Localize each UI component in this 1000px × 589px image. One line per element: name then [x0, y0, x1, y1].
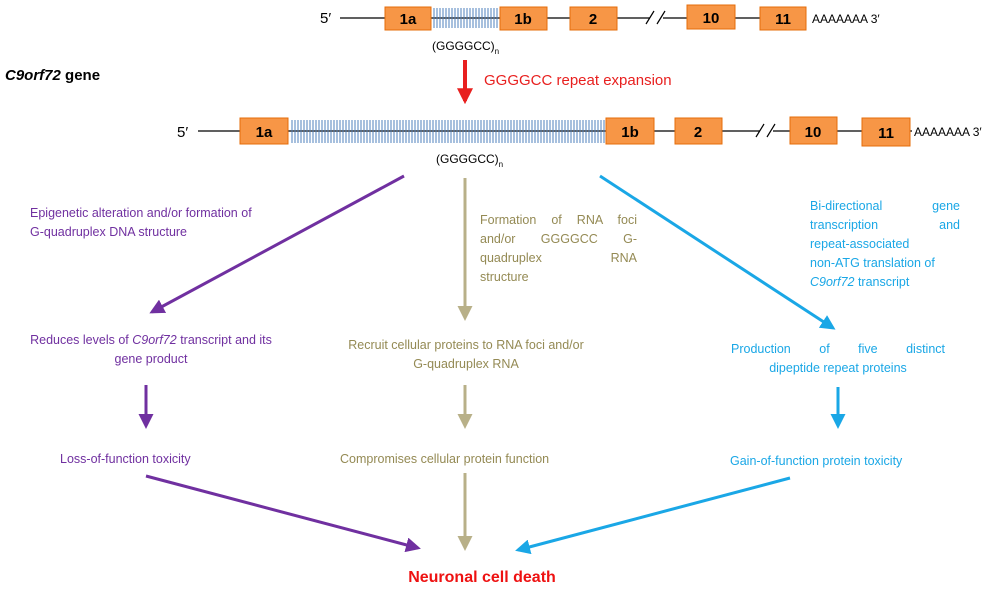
exon-2-label: 2 — [589, 11, 597, 28]
right-outcome: Gain-of-function protein toxicity — [730, 454, 903, 468]
exon-2 — [674, 117, 723, 145]
exon-10 — [789, 116, 838, 145]
five-prime-label: 5′ — [320, 10, 331, 27]
five-prime-label-expanded: 5′ — [177, 124, 188, 141]
break-mark — [645, 10, 655, 25]
expanded-gene: 5′ 1a 1b 2 10 11 AAAAAAA 3′ (GGGGCC)n — [177, 116, 982, 169]
break-mark — [755, 123, 765, 138]
middle-effect: Recruit cellular proteins to RNA foci an… — [348, 338, 584, 371]
left-outcome: Loss-of-function toxicity — [60, 452, 191, 466]
final-outcome: Neuronal cell death — [408, 569, 556, 586]
exon-10-label: 10 — [805, 124, 822, 141]
right-effect: Production of five distinct dipeptide re… — [731, 342, 945, 375]
exon-10 — [686, 4, 736, 30]
repeat-region-expanded — [291, 120, 605, 143]
exon-2-label: 2 — [694, 124, 702, 141]
arrow-to-gain-branch — [599, 174, 836, 330]
poly-a-tail: AAAAAAA 3′ — [812, 12, 880, 26]
left-effect: Reduces levels of C9orf72 transcript and… — [30, 333, 272, 366]
exon-1b — [499, 6, 548, 31]
repeat-label-expanded: (GGGGCC)n — [436, 152, 503, 169]
exon-10-label: 10 — [703, 10, 720, 27]
expansion-label: GGGGCC repeat expansion — [484, 72, 672, 89]
exon-11-label: 11 — [775, 11, 791, 28]
gene-name: C9orf72 gene — [5, 67, 100, 84]
arrow-gain-to-death — [515, 476, 791, 555]
exon-2 — [569, 6, 618, 31]
exon-1b-label: 1b — [621, 124, 639, 141]
repeat-region-short — [433, 8, 498, 28]
break-mark — [656, 10, 666, 25]
exon-11 — [759, 6, 807, 31]
poly-a-tail-expanded: AAAAAAA 3′ — [914, 125, 982, 139]
exon-1a-label: 1a — [400, 11, 417, 28]
repeat-label: (GGGGCC)n — [432, 39, 499, 56]
middle-mechanism: Formation of RNA foci and/or GGGGCC G- q… — [480, 213, 637, 284]
left-mechanism: Epigenetic alteration and/or formation o… — [30, 206, 252, 239]
exon-11-label: 11 — [878, 125, 894, 142]
exon-1a — [384, 6, 432, 31]
exon-1a — [239, 117, 289, 145]
arrow-loss-to-death — [145, 474, 421, 553]
middle-outcome: Compromises cellular protein function — [340, 452, 550, 466]
right-mechanism: Bi-directional gene transcription and re… — [810, 199, 960, 289]
break-mark — [766, 123, 776, 138]
exon-1b-label: 1b — [514, 11, 532, 28]
exon-1a-label: 1a — [256, 124, 273, 141]
exon-11 — [861, 117, 911, 147]
arrow-to-loss-branch — [149, 174, 405, 314]
exon-1b — [605, 117, 655, 145]
normal-gene: 5′ 1a 1b 2 10 11 AAAAAAA 3′ (GGGGCC)n — [320, 4, 880, 56]
